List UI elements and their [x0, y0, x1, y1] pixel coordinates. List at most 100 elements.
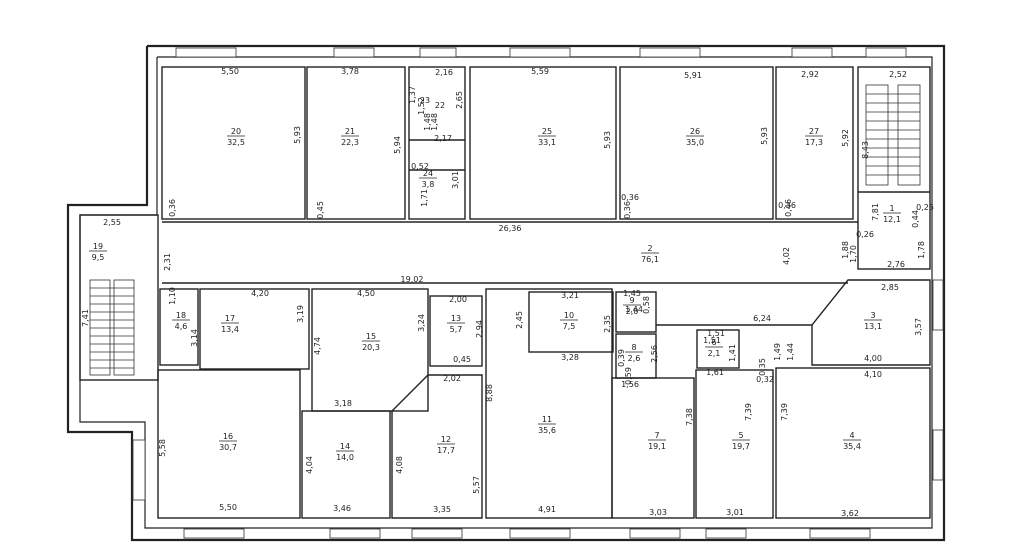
dimension-label: 1,48 — [430, 113, 439, 131]
room-area: 2,0 — [626, 307, 639, 316]
dimension-label: 0,39 — [617, 349, 626, 367]
dimension-label: 0,44 — [911, 210, 920, 228]
dimension-label: 2,45 — [515, 311, 524, 329]
dimension-label: 1,44 — [625, 305, 643, 314]
dimension-label: 19,02 — [401, 275, 424, 284]
dimension-label: 0,26 — [856, 230, 874, 239]
room-label-3: 313,1 — [864, 311, 882, 331]
dimension-label: 0,58 — [642, 296, 651, 314]
room-number: 5 — [738, 431, 743, 440]
stairs-left — [89, 279, 135, 376]
room-area: 14,0 — [336, 453, 354, 462]
dimension-label: 6,24 — [753, 314, 771, 323]
room-number: 25 — [542, 127, 552, 136]
dimension-label: 1,45 — [623, 289, 641, 298]
dimension-label: 1,71 — [420, 189, 429, 207]
dimension-label: 2,92 — [801, 70, 819, 79]
room-number: 1 — [889, 204, 894, 213]
room-label-24: 243,8 — [419, 169, 437, 189]
room-number: 23 — [420, 96, 430, 105]
room-label-9: 92,0 — [623, 296, 641, 316]
dimension-label: 0,45 — [453, 355, 471, 364]
dimension-label: 4,74 — [313, 337, 322, 355]
dimension-label: 3,46 — [333, 504, 351, 513]
dimension-label: 4,50 — [357, 289, 375, 298]
dimension-label: 3,19 — [296, 305, 305, 323]
dimension-label: 1,44 — [786, 343, 795, 361]
dimension-label: 2,31 — [163, 253, 172, 271]
dimension-label: 2,17 — [434, 134, 452, 143]
room-area: 35,4 — [843, 442, 861, 451]
dimension-label: 0,59 — [624, 367, 633, 385]
room-number: 2 — [647, 244, 652, 253]
room-area: 30,7 — [219, 443, 237, 452]
dimension-label: 0,45 — [316, 201, 325, 219]
room-label-6: 62,1 — [705, 338, 723, 358]
dimension-label: 1,70 — [849, 245, 858, 263]
room-area: 76,1 — [641, 255, 659, 264]
room-number: 24 — [423, 169, 433, 178]
room-label-22: 22 — [435, 101, 445, 110]
room-label-18: 184,6 — [172, 311, 190, 331]
dimension-label: 0,36 — [623, 201, 632, 219]
windows — [132, 47, 944, 539]
room-label-19: 199,5 — [89, 242, 107, 262]
dimension-label: 3,01 — [451, 171, 460, 189]
dimension-label: 2,52 — [889, 70, 907, 79]
room-number: 15 — [366, 332, 376, 341]
dimension-label: 5,92 — [841, 129, 850, 147]
dimension-label: 1,51 — [707, 329, 725, 338]
room-area: 20,3 — [362, 343, 380, 352]
dimension-label: 3,01 — [726, 508, 744, 517]
dimension-label: 8,88 — [485, 384, 494, 402]
room-label-2: 276,1 — [641, 244, 659, 264]
dimension-label: 4,91 — [538, 505, 556, 514]
dimension-label: 7,41 — [81, 309, 90, 327]
dimension-label: 0,36 — [621, 193, 639, 202]
dimension-label: 3,03 — [649, 508, 667, 517]
dimension-label: 3,35 — [433, 505, 451, 514]
dimension-label: 7,39 — [780, 403, 789, 421]
dimension-label: 7,38 — [685, 408, 694, 426]
dimension-label: 0,36 — [778, 201, 796, 210]
room-label-13: 135,7 — [447, 314, 465, 334]
dimension-label: 3,62 — [841, 509, 859, 518]
dimension-label: 5,91 — [684, 71, 702, 80]
room-area: 9,5 — [92, 253, 105, 262]
room-area: 13,1 — [864, 322, 882, 331]
dimension-label: 2,76 — [887, 260, 905, 269]
room-area: 4,6 — [175, 322, 188, 331]
interior-walls — [79, 66, 931, 519]
dimension-label: 2,85 — [881, 283, 899, 292]
room-number: 9 — [629, 296, 634, 305]
dimension-label: 1,41 — [728, 344, 737, 362]
room-number: 17 — [225, 314, 235, 323]
room-area: 2,1 — [708, 349, 721, 358]
dimension-label: 5,57 — [472, 476, 481, 494]
dimension-label: 7,39 — [744, 403, 753, 421]
room-label-16: 16 30,7 — [219, 432, 237, 452]
room-number: 27 — [809, 127, 819, 136]
room-label-4: 435,4 — [843, 431, 861, 451]
dimension-label: 0,36 — [168, 199, 177, 217]
room-area: 5,7 — [450, 325, 463, 334]
dimension-label: 2,55 — [103, 218, 121, 227]
dimension-label: 3,28 — [561, 353, 579, 362]
dimension-label: 5,50 — [221, 67, 239, 76]
room-area: 22,3 — [341, 138, 359, 147]
room-label-8: 82,6 — [625, 343, 643, 363]
room-area: 17,7 — [437, 446, 455, 455]
dimension-label: 5,93 — [293, 126, 302, 144]
dimension-label: 3,18 — [334, 399, 352, 408]
room-area: 35,6 — [538, 426, 556, 435]
room-number: 16 — [223, 432, 233, 441]
room-number: 10 — [564, 311, 574, 320]
room-label-10: 107,5 — [560, 311, 578, 331]
